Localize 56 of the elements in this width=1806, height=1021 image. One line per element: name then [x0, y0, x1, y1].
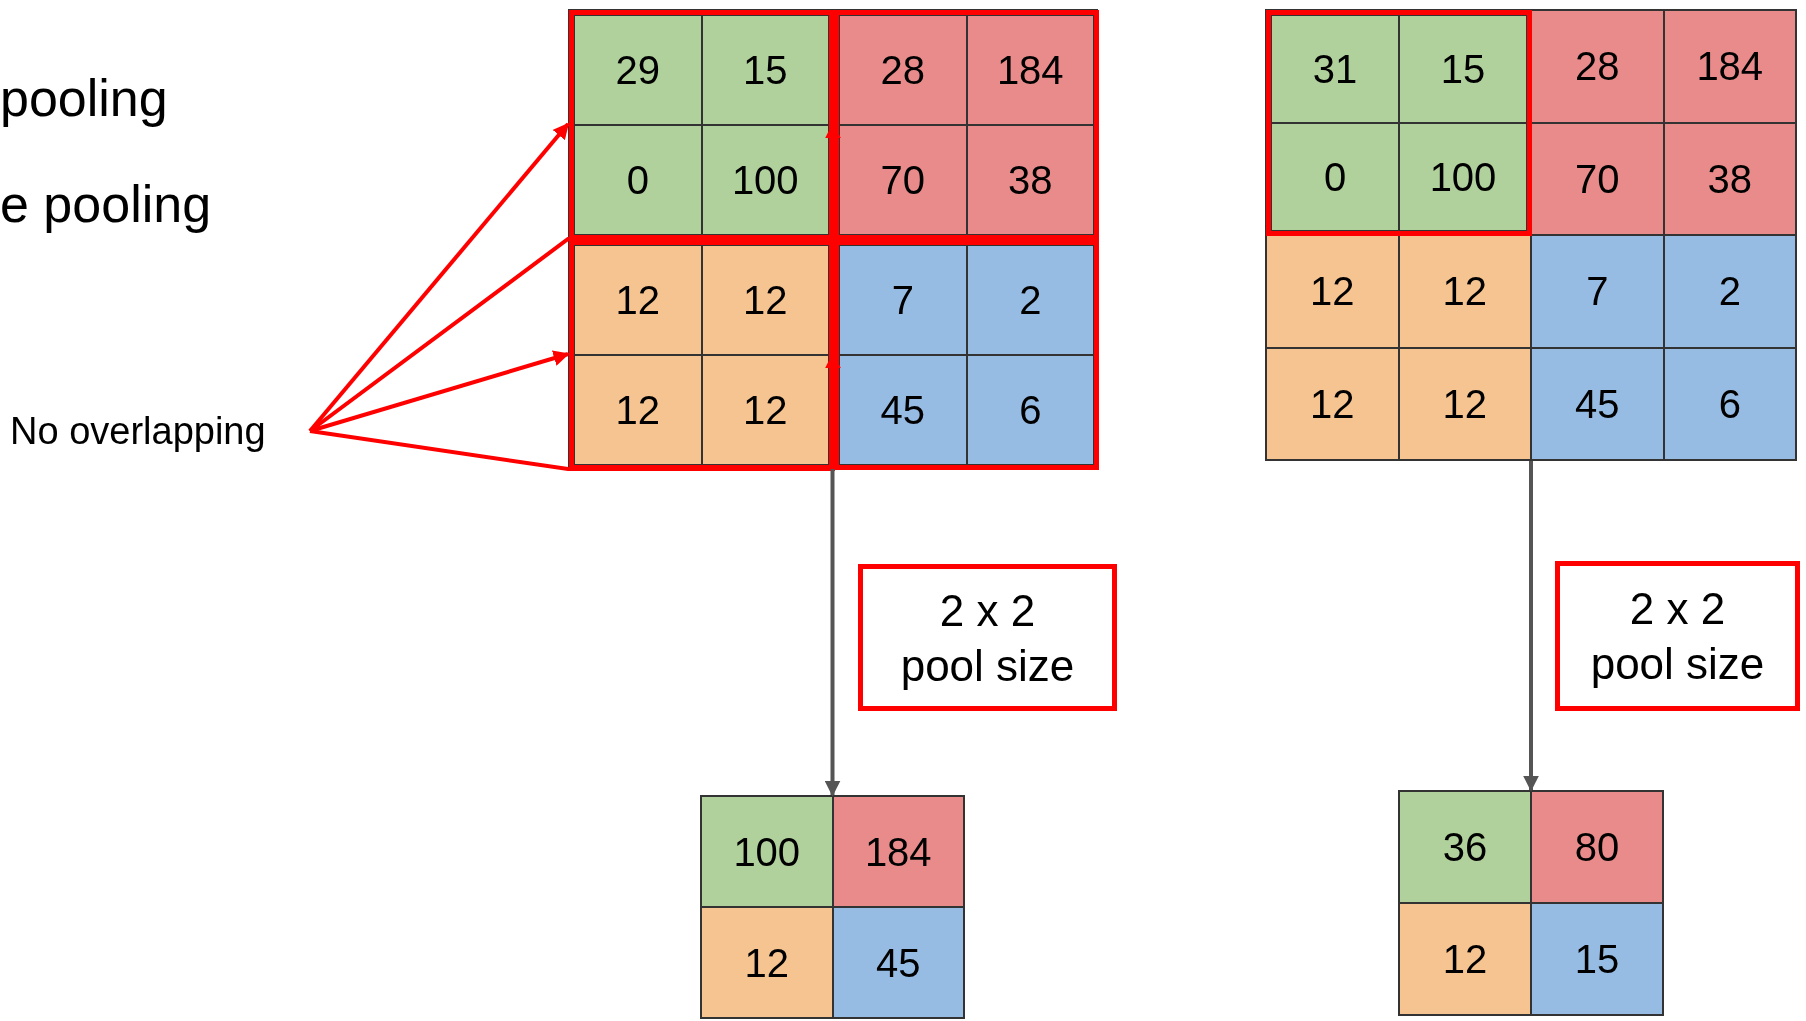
input-grid — [568, 9, 1098, 469]
grid-cell: 184 — [832, 796, 964, 907]
arrow — [309, 350, 570, 433]
pooling-window — [1266, 10, 1532, 236]
pooling-window — [834, 240, 1099, 470]
arrow — [1523, 461, 1539, 792]
grid-cell: 12 — [1398, 235, 1531, 348]
grid-cell: 12 — [701, 907, 833, 1018]
pool-size-box: 2 x 2 pool size — [1555, 561, 1800, 711]
grid-cell: 2 — [1663, 235, 1796, 348]
grid-cell: 12 — [574, 245, 702, 355]
grid-cell: 36 — [1399, 791, 1531, 903]
arrow — [308, 122, 570, 433]
grid-cell: 7 — [1531, 235, 1664, 348]
pooling-window — [569, 10, 834, 240]
grid-cell: 100 — [701, 125, 829, 235]
grid-cell: 184 — [966, 15, 1094, 125]
grid-cell: 28 — [1531, 10, 1664, 123]
grid-cell: 12 — [1398, 347, 1531, 460]
grid-cell: 45 — [832, 907, 964, 1018]
grid-cell: 38 — [1663, 122, 1796, 235]
grid-cell: 12 — [1399, 903, 1531, 1015]
grid-cell: 45 — [839, 355, 967, 465]
input-grid — [1265, 9, 1797, 461]
pooling-window — [834, 10, 1099, 240]
grid-cell: 2 — [966, 245, 1094, 355]
grid-cell: 6 — [966, 355, 1094, 465]
grid-cell: 70 — [839, 125, 967, 235]
grid-cell: 12 — [1266, 235, 1399, 348]
output-grid — [700, 795, 965, 1019]
arrow — [824, 469, 841, 797]
grid-cell: 100 — [1399, 123, 1527, 231]
grid-cell: 15 — [701, 15, 829, 125]
grid-cell: 0 — [574, 125, 702, 235]
grid-cell: 45 — [1531, 347, 1664, 460]
grid-cell: 28 — [839, 15, 967, 125]
grid-cell: 12 — [574, 355, 702, 465]
pool-size-box: 2 x 2 pool size — [858, 564, 1117, 711]
grid-cell: 70 — [1531, 122, 1664, 235]
grid-cell: 31 — [1271, 15, 1399, 123]
grid-cell: 29 — [574, 15, 702, 125]
grid-cell: 12 — [701, 245, 829, 355]
grid-cell: 12 — [701, 355, 829, 465]
grid-cell: 15 — [1531, 903, 1663, 1015]
grid-cell: 38 — [966, 125, 1094, 235]
grid-cell: 80 — [1531, 791, 1663, 903]
grid-cell: 7 — [839, 245, 967, 355]
grid-cell: 15 — [1399, 15, 1527, 123]
pooling-window — [569, 240, 834, 470]
output-grid — [1398, 790, 1664, 1016]
grid-cell: 6 — [1663, 347, 1796, 460]
grid-cell: 12 — [1266, 347, 1399, 460]
grid-cell: 184 — [1663, 10, 1796, 123]
annotation-text: No overlapping — [10, 408, 310, 454]
grid-cell: 100 — [701, 796, 833, 907]
grid-cell: 0 — [1271, 123, 1399, 231]
